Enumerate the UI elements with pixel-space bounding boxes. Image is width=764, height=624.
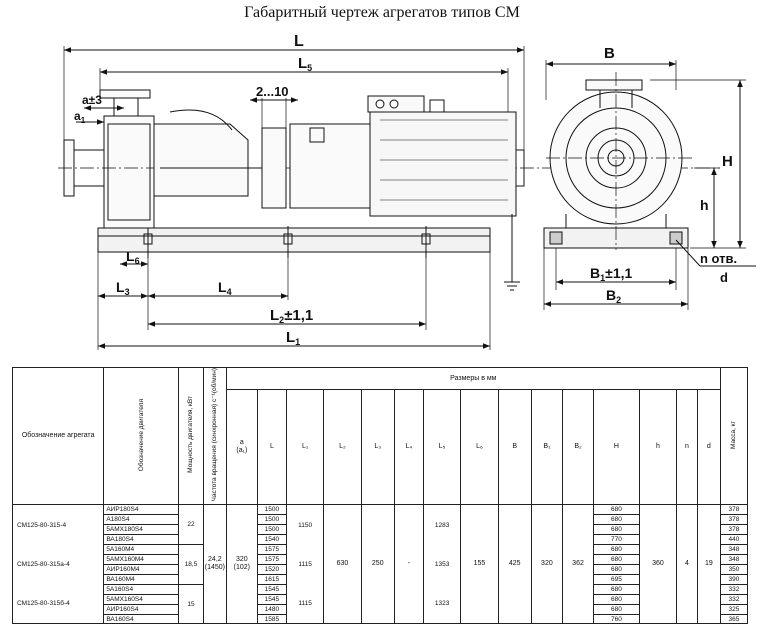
coupling-guard xyxy=(289,123,371,209)
dim-gap: 2...10 xyxy=(256,84,289,99)
list-item: 5АМХ180S4 xyxy=(104,525,178,536)
dim-L2: L2±1,1 xyxy=(270,307,313,325)
hdr-col: L₆ xyxy=(460,389,499,506)
hdr-col: h xyxy=(638,389,678,506)
list-item: 5АМХ160М4 xyxy=(104,555,178,565)
B-cell: 425 xyxy=(497,504,532,624)
hdr-col: B₂ xyxy=(561,389,595,506)
dimensions-table: Обозначение агрегата Обозначение двигате… xyxy=(11,366,749,624)
dim-n: n отв. xyxy=(700,251,737,266)
dim-a: a±3 xyxy=(82,93,102,107)
hdr-col: H xyxy=(593,389,640,506)
hdr-col: B xyxy=(497,389,532,506)
hdr-power: Мощность двигателя, кВт xyxy=(178,366,204,506)
page-title: Габаритный чертеж агрегатов типов СМ xyxy=(244,4,520,21)
hdr-col: L₁ xyxy=(285,389,325,506)
list-item: 5АМХ160S4 xyxy=(104,595,178,605)
dim-a1: a1 xyxy=(74,109,86,125)
dim-B: B xyxy=(604,45,615,62)
hdr-sizes: Размеры в мм xyxy=(225,366,721,391)
dim-d: d xyxy=(720,270,728,285)
freq-cell: 24,2(1450) xyxy=(202,504,227,624)
L2-cell: 630 xyxy=(323,504,362,624)
dim-B2: B2 xyxy=(606,287,621,305)
list-item: ВА180S4 xyxy=(104,535,178,546)
dim-B1: B1±1,1 xyxy=(590,265,633,283)
list-item: 5А160М4 xyxy=(104,545,178,556)
hdr-col: n xyxy=(676,389,698,506)
dim-L: L xyxy=(294,33,304,50)
L4-cell: - xyxy=(393,504,424,624)
list-item: АИР180S4 xyxy=(104,506,178,516)
list-item: 5А160S4 xyxy=(104,585,178,595)
base-frame xyxy=(97,227,491,253)
coupling xyxy=(261,127,287,209)
hdr-mass: Масса, кг xyxy=(719,366,749,506)
dim-h: h xyxy=(700,197,709,213)
list-item: А180S4 xyxy=(104,515,178,526)
B2-cell: 362 xyxy=(561,504,595,624)
list-item: АИР160S4 xyxy=(104,605,178,615)
hdr-col: L₄ xyxy=(393,389,424,506)
dim-L5: L5 xyxy=(298,55,312,73)
dim-L3: L3 xyxy=(116,279,130,297)
group-designations: СМ125-80-315-4 СМ125-80-315а-4 СМ125-80-… xyxy=(11,504,105,624)
L6-cell: 155 xyxy=(460,504,499,624)
dim-L1: L1 xyxy=(286,329,300,347)
electric-motor xyxy=(369,111,517,217)
list-item: ВА160S4 xyxy=(106,615,134,623)
dimension-drawing: L L5 2...10 a±3 a1 L6 L3 L4 L2±1,1 L1 B … xyxy=(58,33,756,350)
n-cell: 4 xyxy=(676,504,698,624)
hdr-col: d xyxy=(696,389,721,506)
B1-cell: 320 xyxy=(530,504,563,624)
list-item: АИР160М4 xyxy=(104,565,178,575)
hdr-motor: Обозначение двигателя xyxy=(103,366,180,506)
d-cell: 19 xyxy=(696,504,721,624)
a-cell: 320(102) xyxy=(225,504,258,624)
dim-L4: L4 xyxy=(218,279,232,297)
hdr-col: L₅ xyxy=(422,389,462,506)
hdr-col: L₂ xyxy=(323,389,362,506)
pump-casing xyxy=(103,115,155,229)
discharge-flange xyxy=(99,89,151,99)
hdr-col: B₁ xyxy=(530,389,563,506)
dim-H: H xyxy=(722,153,733,170)
hdr-designation: Обозначение агрегата xyxy=(11,366,105,506)
L3-cell: 250 xyxy=(360,504,395,624)
hdr-freq: Частота вращения (синхронная) с⁻¹(об/мин… xyxy=(202,366,227,506)
hdr-col: L xyxy=(256,389,287,506)
hdr-col: L₃ xyxy=(360,389,395,506)
hdr-a: a(a₁) xyxy=(225,389,258,506)
list-item: ВА160М4 xyxy=(104,575,178,585)
dim-L6: L6 xyxy=(126,248,140,266)
h-cell: 360 xyxy=(638,504,678,624)
